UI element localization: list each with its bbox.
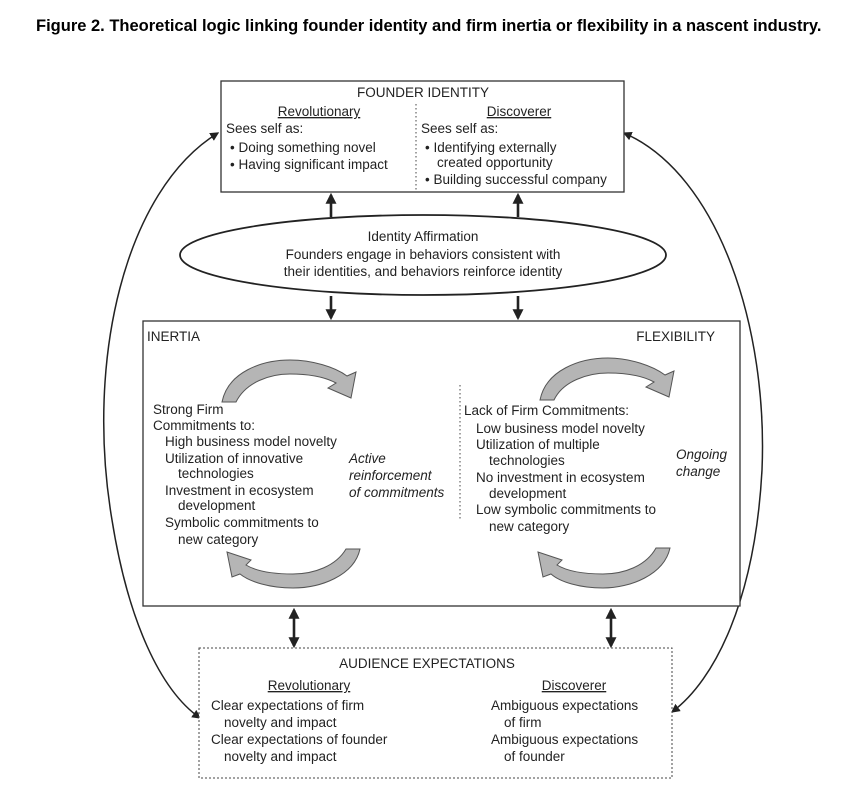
discoverer-heading: Discoverer [487,104,552,119]
audience-discoverer-heading: Discoverer [542,678,607,693]
audience-title: AUDIENCE EXPECTATIONS [339,656,515,671]
audience-revolutionary-line: Clear expectations of founder [211,732,388,747]
left-feedback-arrow [103,132,220,719]
inertia-line: High business model novelty [165,434,337,449]
founder-identity-title: FOUNDER IDENTITY [357,85,489,100]
audience-expectations-box: AUDIENCE EXPECTATIONS Revolutionary Clea… [198,647,673,779]
revolutionary-intro: Sees self as: [226,121,303,136]
flexibility-line: technologies [489,453,565,468]
revolutionary-item: • Having significant impact [230,157,388,172]
founder-identity-box: FOUNDER IDENTITY Revolutionary Sees self… [220,80,625,193]
audience-revolutionary-line: novelty and impact [224,749,337,764]
right-feedback-arrow [622,131,764,713]
audience-revolutionary-heading: Revolutionary [268,678,351,693]
figure-caption: Figure 2. Theoretical logic linking foun… [36,17,822,35]
audience-revolutionary-line: Clear expectations of firm [211,698,364,713]
inertia-line: Utilization of innovative [165,451,303,466]
inertia-line: Investment in ecosystem [165,483,314,498]
inertia-cycle-arrow-bottom [226,548,361,589]
audience-discoverer-line: Ambiguous expectations [491,732,638,747]
audience-discoverer-line: of firm [504,715,542,730]
flexibility-cycle-arrow-top [539,357,675,401]
inertia-cycle-arrow-top [221,359,357,403]
discoverer-item: created opportunity [437,155,553,170]
discoverer-item: • Identifying externally [425,140,557,155]
flexibility-line: new category [489,519,570,534]
revolutionary-item: • Doing something novel [230,140,376,155]
flexibility-line: No investment in ecosystem [476,470,645,485]
inertia-line: new category [178,532,259,547]
inertia-cycle-label: Active [348,451,386,466]
flexibility-line: Utilization of multiple [476,437,600,452]
discoverer-intro: Sees self as: [421,121,498,136]
revolutionary-heading: Revolutionary [278,104,361,119]
inertia-line: Strong Firm [153,402,224,417]
audience-discoverer-line: of founder [504,749,565,764]
flexibility-line: Low business model novelty [476,421,645,436]
inertia-cycle-label: of commitments [349,485,445,500]
affirmation-line: their identities, and behaviors reinforc… [284,264,563,279]
inertia-line: technologies [178,466,254,481]
audience-discoverer-line: Ambiguous expectations [491,698,638,713]
flexibility-line: development [489,486,567,501]
discoverer-item: • Building successful company [425,172,607,187]
identity-affirmation-ellipse: Identity Affirmation Founders engage in … [179,214,667,296]
flexibility-line: Low symbolic commitments to [476,502,656,517]
affirmation-line: Founders engage in behaviors consistent … [286,247,561,262]
firm-behavior-box: INERTIA FLEXIBILITY Strong Firm Commitme… [142,320,741,607]
inertia-line: Symbolic commitments to [165,515,319,530]
flexibility-line: Lack of Firm Commitments: [464,403,629,418]
audience-revolutionary-line: novelty and impact [224,715,337,730]
inertia-label: INERTIA [147,329,200,344]
inertia-cycle-label: reinforcement [349,468,433,483]
affirmation-title: Identity Affirmation [368,229,479,244]
inertia-line: development [178,498,256,513]
flexibility-cycle-arrow-bottom [537,547,671,589]
flexibility-cycle-label: change [676,464,720,479]
flexibility-label: FLEXIBILITY [636,329,715,344]
inertia-line: Commitments to: [153,418,255,433]
flexibility-cycle-label: Ongoing [676,447,728,462]
